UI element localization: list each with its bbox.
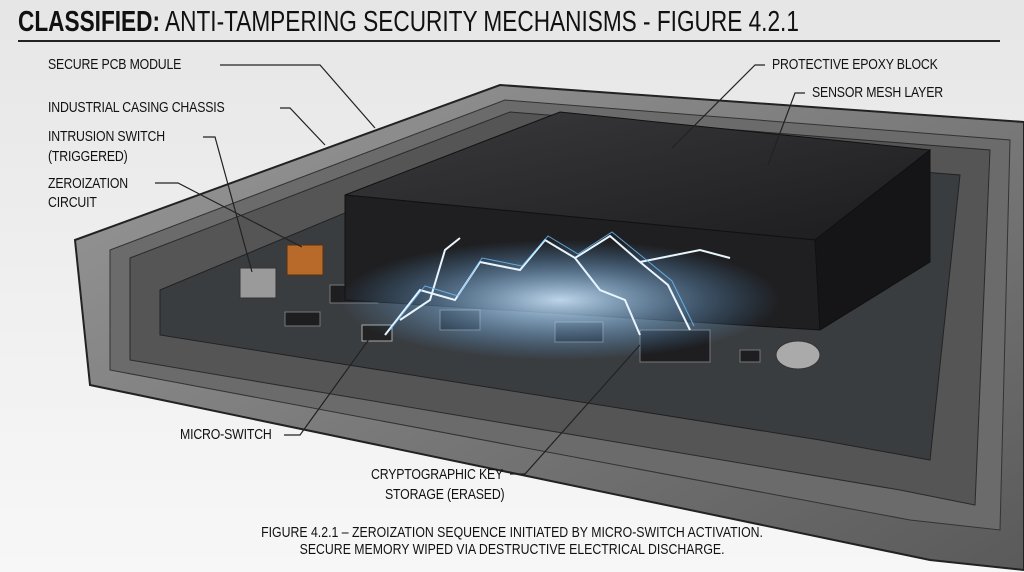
figure-caption-line-1: FIGURE 4.2.1 – ZEROIZATION SEQUENCE INIT… [0,524,1024,541]
label-protective-epoxy: PROTECTIVE EPOXY BLOCK [772,56,938,73]
label-micro-switch: MICRO-SWITCH [180,426,272,443]
caption-text-1: FIGURE 4.2.1 – ZEROIZATION SEQUENCE INIT… [261,524,763,541]
label-secure-pcb-module: SECURE PCB MODULE [48,56,182,73]
crystal [775,340,821,370]
label-crypto-storage: STORAGE (ERASED) [385,486,505,503]
caption-text-2: SECURE MEMORY WIPED VIA DESTRUCTIVE ELEC… [299,541,725,558]
label-intrusion-switch-state: (TRIGGERED) [48,148,128,165]
label-crypto-key: CRYPTOGRAPHIC KEY [371,466,504,483]
label-zeroization-circuit: CIRCUIT [48,194,97,211]
label-sensor-mesh: SENSOR MESH LAYER [812,84,943,101]
title-text: ANTI-TAMPERING SECURITY MECHANISMS - FIG… [160,6,799,38]
label-zeroization: ZEROIZATION [48,175,128,192]
title-classified: CLASSIFIED: [18,6,161,38]
epoxy-block-side [814,148,931,331]
zeroization-circuit [286,244,324,276]
title-divider [18,40,1000,42]
leader-lines [155,64,805,475]
discharge-glow [340,240,780,360]
intrusion-switch [239,267,277,299]
figure-caption-line-2: SECURE MEMORY WIPED VIA DESTRUCTIVE ELEC… [0,541,1024,558]
label-industrial-casing: INDUSTRIAL CASING CHASSIS [48,99,225,116]
label-intrusion-switch: INTRUSION SWITCH [48,128,165,145]
page-title: CLASSIFIED: ANTI-TAMPERING SECURITY MECH… [18,6,799,38]
